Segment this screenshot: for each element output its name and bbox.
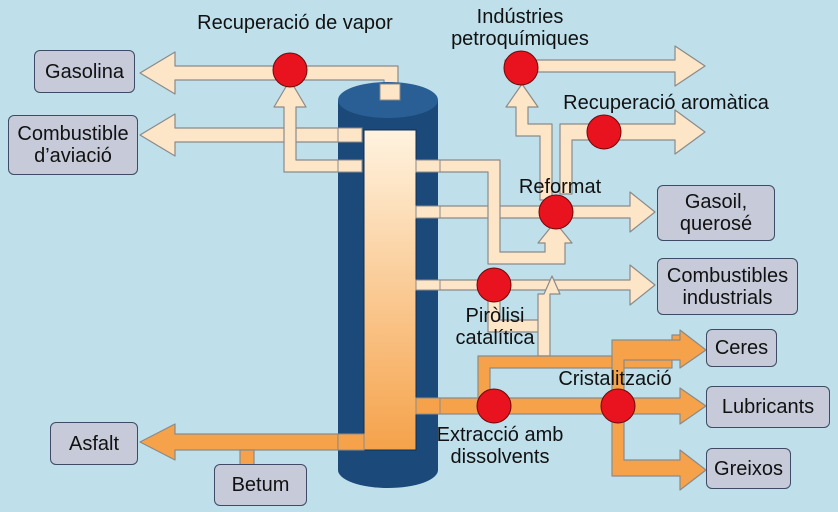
node-reformat bbox=[538, 194, 574, 230]
greixos-branch bbox=[611, 413, 707, 491]
combustible-aviacio-arrow bbox=[139, 113, 356, 157]
product-combustible-aviacio: Combustible d’aviació bbox=[8, 115, 138, 175]
node-recuperacio-aromatica bbox=[586, 114, 622, 150]
light-flow-arrows bbox=[139, 45, 706, 357]
label-recuperacio-aromatica: Recuperació aromàtica bbox=[563, 92, 769, 114]
product-greixos: Greixos bbox=[706, 448, 791, 489]
node-cristalitzacio bbox=[600, 388, 636, 424]
vapor-recovery-arrow bbox=[273, 79, 356, 173]
dark-flow-arrows bbox=[139, 329, 707, 491]
label-extraccio-dissolvents: Extracció amb dissolvents bbox=[436, 424, 564, 468]
distillation-column bbox=[337, 82, 441, 488]
label-reformat: Reformat bbox=[518, 176, 602, 198]
industrial-fuels-arrow bbox=[419, 264, 656, 306]
reformat-to-petrochemical-arrow bbox=[505, 83, 553, 201]
node-extraccio-dissolvents bbox=[476, 388, 512, 424]
product-ceres: Ceres bbox=[706, 329, 777, 367]
node-recuperacio-vapor bbox=[272, 52, 308, 88]
process-nodes bbox=[272, 50, 636, 424]
column-inner-chamber bbox=[363, 129, 417, 451]
cracking-to-reform-arrow bbox=[487, 275, 561, 357]
label-cristalitzacio: Cristalització bbox=[558, 368, 672, 390]
reform-feed-arrow bbox=[419, 159, 573, 265]
label-pirolisi-catalitica: Piròlisi catalítica bbox=[455, 305, 535, 349]
product-gasoil-querose: Gasoil, querosé bbox=[657, 185, 775, 241]
asfalt-arrow bbox=[139, 423, 339, 461]
extraction-feed-arrow bbox=[419, 387, 707, 425]
product-lubricants: Lubricants bbox=[706, 386, 830, 428]
gasoil-arrow bbox=[419, 191, 656, 233]
label-recuperacio-vapor: Recuperació de vapor bbox=[197, 12, 393, 34]
label-industries-petroquimiques: Indústries petroquímiques bbox=[451, 6, 589, 50]
product-gasolina: Gasolina bbox=[34, 50, 135, 93]
product-asfalt: Asfalt bbox=[50, 422, 138, 465]
product-combustibles-industrials: Combustibles industrials bbox=[657, 258, 798, 315]
node-pirolisi-catalitica bbox=[476, 267, 512, 303]
product-betum: Betum bbox=[214, 464, 307, 506]
node-industries-petroquimiques bbox=[503, 50, 539, 86]
